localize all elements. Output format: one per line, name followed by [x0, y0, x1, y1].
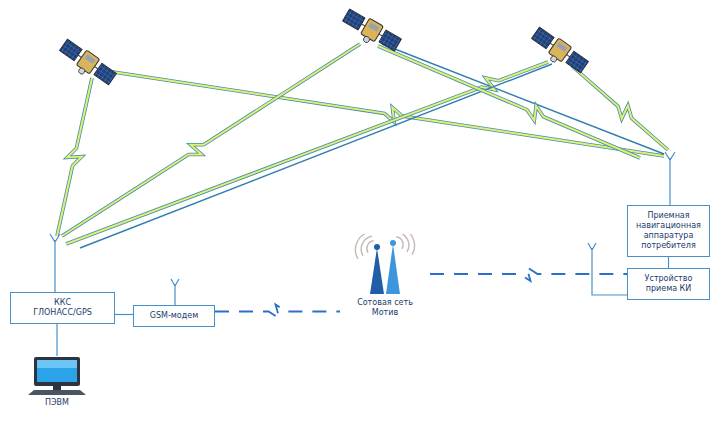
cell-tower-icon — [340, 234, 430, 296]
gsm-link — [215, 305, 340, 319]
radio-link — [378, 46, 640, 158]
icon-label: ПЭВМ — [22, 398, 92, 408]
box-label: Приемная навигационная аппаратура потреб… — [632, 211, 705, 251]
receiver-box: Устройство приема КИ — [627, 268, 710, 300]
box-label: ККС ГЛОНАСС/GPS — [27, 298, 99, 318]
receiver-box: Приемная навигационная аппаратура потреб… — [627, 205, 710, 257]
radio-link — [382, 44, 664, 154]
radio-link — [100, 70, 664, 156]
cable-line — [115, 314, 133, 315]
radio-link — [57, 78, 92, 236]
receiver-box: ККС ГЛОНАСС/GPS — [10, 292, 115, 324]
cable-line — [56, 324, 57, 356]
radio-link — [100, 70, 664, 156]
radio-link — [572, 66, 668, 150]
gsm-link — [430, 267, 627, 281]
cell-network-node: Сотовая сеть Мотив — [340, 234, 430, 318]
radio-link — [378, 46, 640, 158]
radio-link — [57, 78, 92, 236]
computer-node: ПЭВМ — [22, 356, 92, 408]
box-label: Устройство приема КИ — [632, 274, 705, 294]
icon-label: Сотовая сеть Мотив — [351, 298, 419, 318]
radio-link — [572, 66, 668, 150]
cable-line — [668, 257, 669, 268]
computer-icon — [26, 356, 88, 396]
modem-box: GSM-модем — [133, 305, 215, 327]
box-label: GSM-модем — [150, 311, 198, 321]
